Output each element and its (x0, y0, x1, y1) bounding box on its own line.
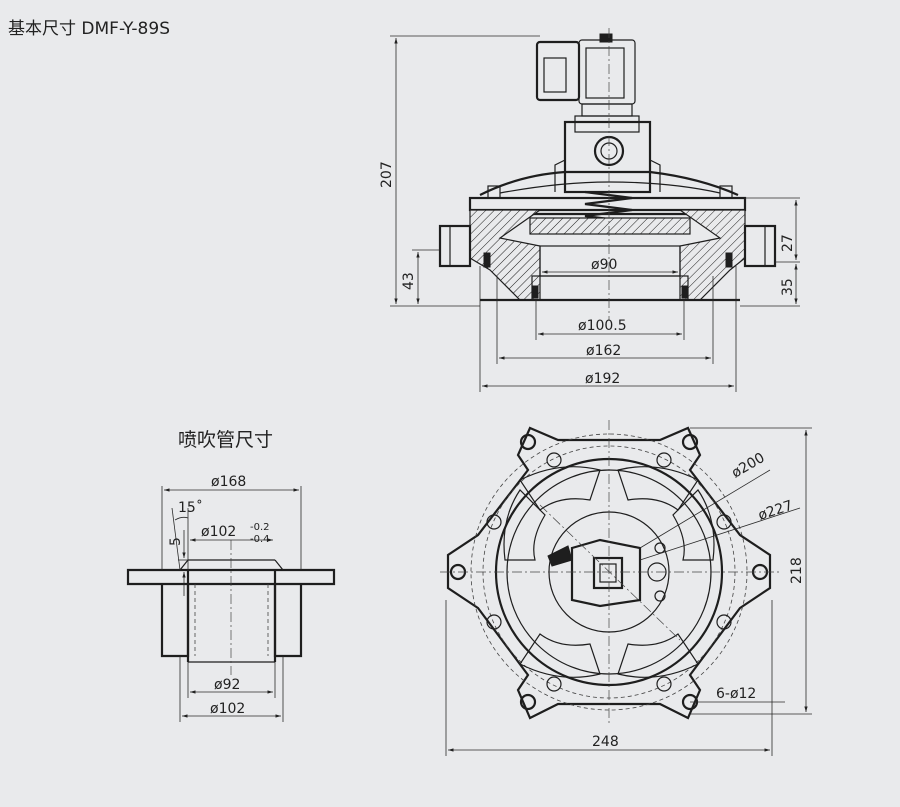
valve-top-view (440, 420, 780, 725)
outlet-stub-right (743, 224, 777, 268)
nozzle-section-title: 喷吹管尺寸 (178, 429, 273, 451)
outlet-stub-left (438, 224, 472, 268)
diaphragm (529, 217, 691, 235)
seal-left (483, 252, 491, 268)
dim-dia-102-bottom: ø102 (210, 701, 245, 717)
bolt-hole (519, 433, 537, 451)
dim-dia-168: ø168 (211, 474, 246, 490)
dim-dia-90: ø90 (591, 257, 617, 273)
dim-43: 43 (401, 272, 417, 290)
dim-dia-227: ø227 (756, 498, 795, 524)
drawing-title: 基本尺寸 DMF-Y-89S (8, 19, 170, 39)
flange-outline (446, 426, 772, 720)
dim-35: 35 (780, 278, 796, 296)
dim-5: 5 (168, 537, 184, 546)
bolt-hole (681, 433, 699, 451)
side-view-dimensions: 207 43 27 35 ø90 ø100.5 ø162 ø192 (379, 35, 800, 392)
top-flange (468, 196, 747, 212)
dim-dia-102-top: ø102 (201, 524, 236, 540)
dim-tol-lower: -0.4 (250, 534, 270, 545)
seal-lower-left (531, 285, 539, 299)
dim-248: 248 (592, 734, 619, 750)
dim-dia-100-5: ø100.5 (578, 318, 627, 334)
dim-dia-162: ø162 (586, 343, 621, 359)
dim-207: 207 (379, 161, 395, 188)
dim-dia-92: ø92 (214, 677, 240, 693)
center-pilot (592, 556, 624, 590)
dim-27: 27 (780, 234, 796, 252)
solenoid-coil (535, 40, 581, 102)
dim-angle-15: 15˚ (178, 499, 203, 516)
dim-holes: 6-ø12 (716, 686, 756, 702)
seal-right (725, 252, 733, 268)
dim-dia-200: ø200 (729, 450, 768, 482)
dim-tol-upper: -0.2 (250, 522, 270, 533)
dome-cover (479, 170, 739, 197)
bolt-hole (519, 693, 537, 711)
dim-218: 218 (789, 557, 805, 584)
seal-lower-right (681, 285, 689, 299)
nozzle-drawing (126, 540, 336, 675)
valve-side-view (438, 28, 777, 320)
top-view-dimensions: ø200 ø227 218 6-ø12 248 (445, 427, 812, 756)
dim-dia-192: ø192 (585, 371, 620, 387)
nozzle-dimensions: ø168 15˚ 5 ø102 -0.2 -0.4 ø92 ø102 (161, 474, 302, 722)
pilot-body (563, 120, 652, 194)
